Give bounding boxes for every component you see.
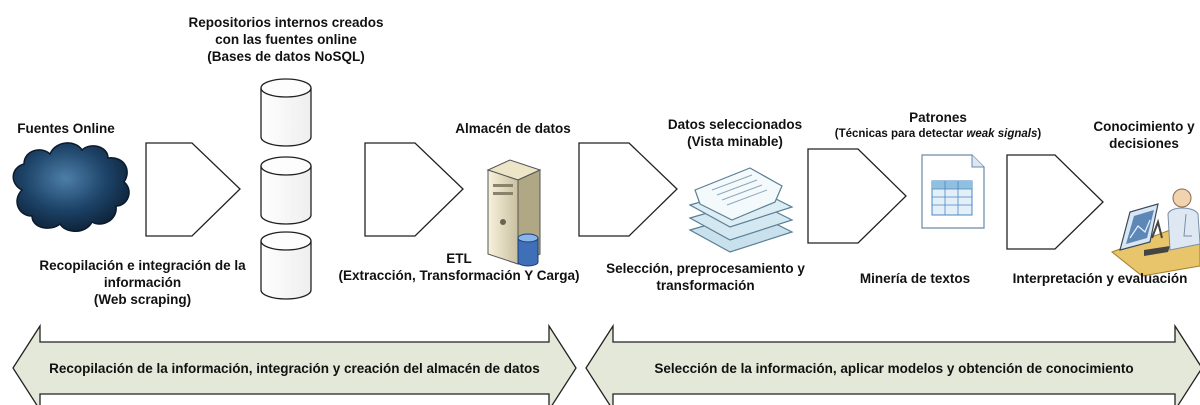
- database-icon: [260, 231, 312, 300]
- step-etl-label: ETL (Extracción, Transformación Y Carga): [338, 251, 580, 283]
- process-arrow-4: [807, 148, 907, 244]
- process-arrow-2: [364, 142, 464, 237]
- step-collection-integration-label: Recopilación e integración de la informa…: [39, 258, 246, 307]
- database-icon: [260, 156, 312, 225]
- process-arrow-1: [145, 142, 241, 237]
- phase-arrow-collection: [12, 323, 577, 405]
- data-warehouse-label: Almacén de datos: [455, 121, 571, 136]
- step-selection-preprocessing-label: Selección, preprocesamiento y transforma…: [606, 261, 805, 293]
- weak-signals-text: weak signals: [966, 128, 1038, 140]
- process-arrow-3: [578, 142, 678, 237]
- step-text-mining-label: Minería de textos: [859, 271, 971, 286]
- selected-data-label: Datos seleccionados (Vista minable): [667, 117, 803, 149]
- documents-icon: [688, 167, 794, 253]
- process-arrow-5: [1006, 154, 1104, 250]
- internal-repositories-label: Repositorios internos creados con las fu…: [188, 15, 384, 64]
- analyst-icon: [1111, 188, 1200, 277]
- phase-collection-label: Recopilación de la información, integrac…: [49, 361, 540, 376]
- database-icon: [260, 78, 312, 147]
- cloud-icon: [12, 142, 130, 232]
- phase-arrow-knowledge: [585, 323, 1200, 405]
- patterns-label: Patrones (Técnicas para detectar weak si…: [834, 110, 1042, 140]
- phase-knowledge-label: Selección de la información, aplicar mod…: [654, 361, 1134, 376]
- server-icon: [486, 159, 542, 267]
- table-document-icon: [921, 154, 985, 229]
- knowledge-decisions-label: Conocimiento y decisiones: [1093, 119, 1195, 151]
- step-interpretation-evaluation-label: Interpretación y evaluación: [1012, 271, 1188, 286]
- online-sources-label: Fuentes Online: [17, 121, 115, 136]
